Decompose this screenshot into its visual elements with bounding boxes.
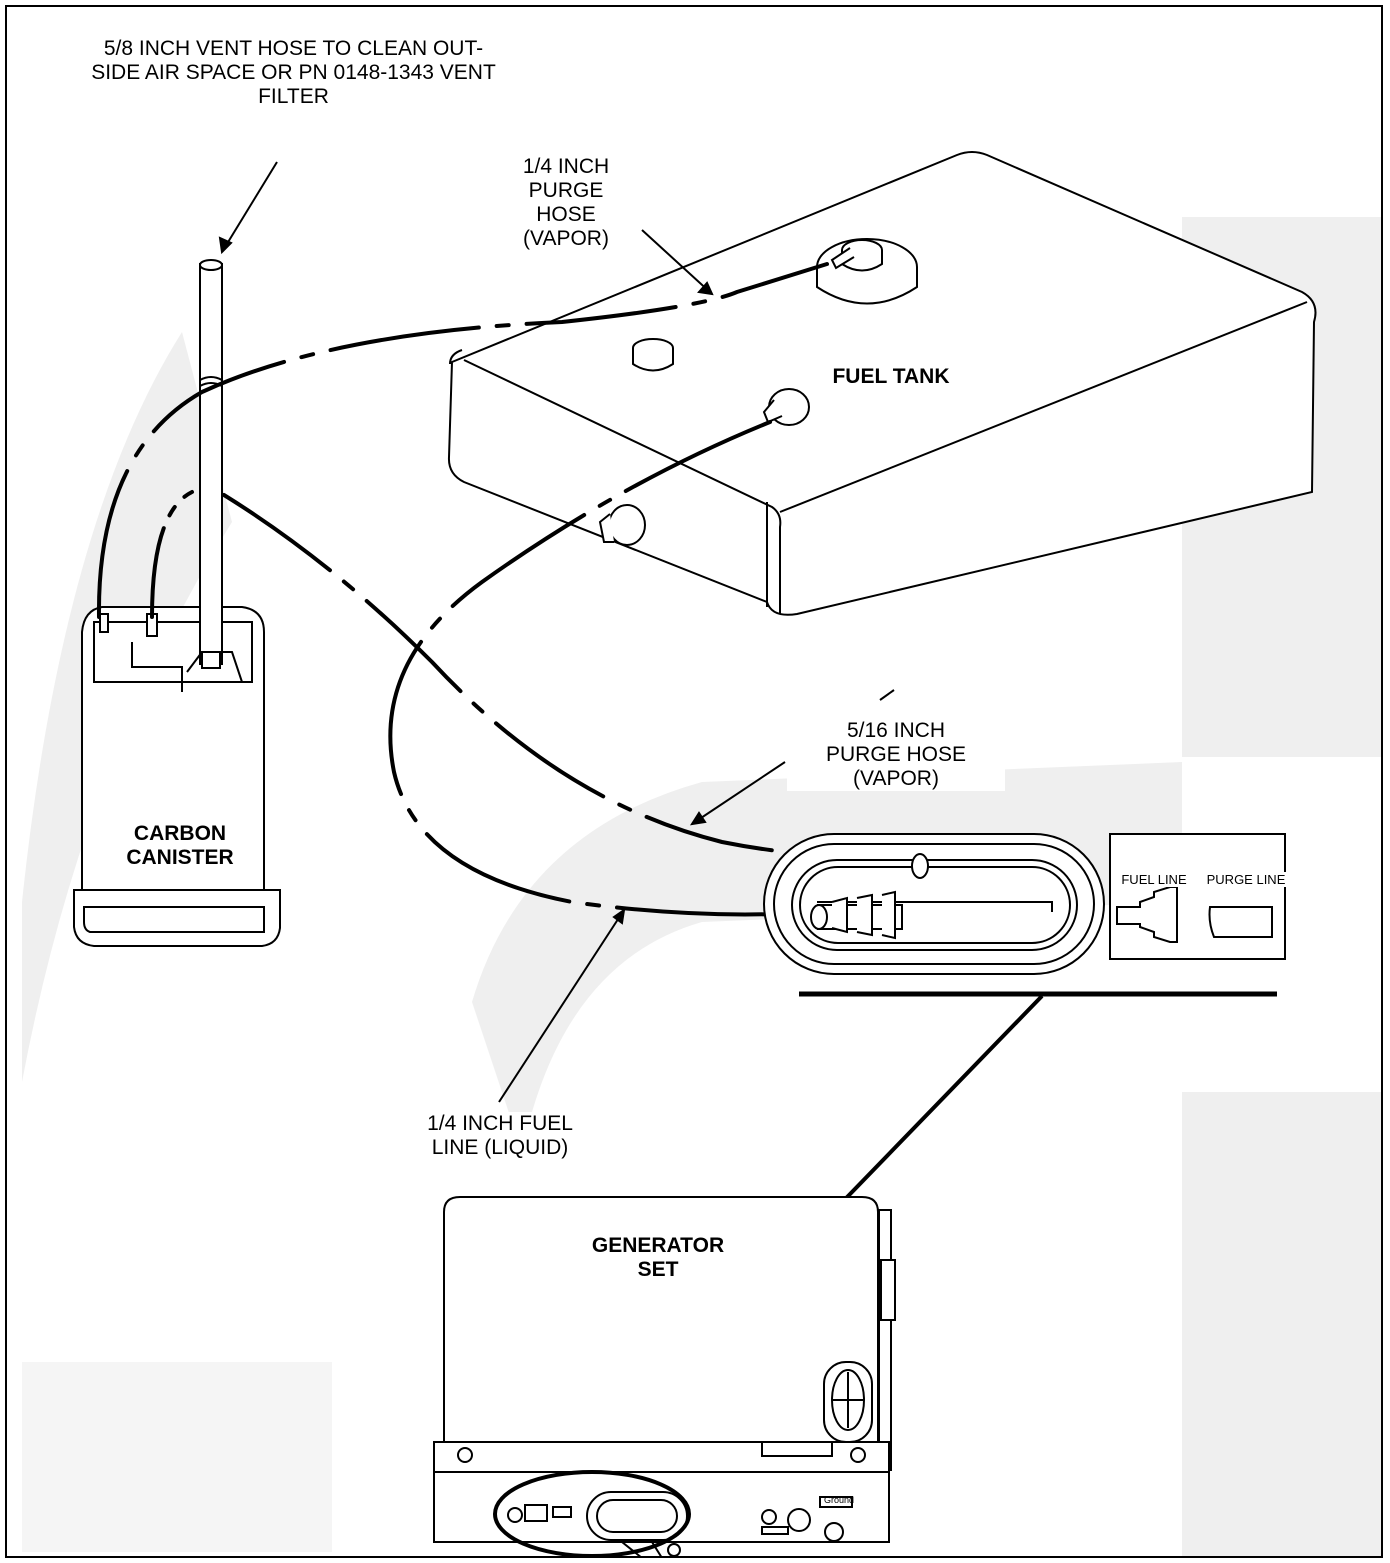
- detail-fuel-line-label: FUEL LINE: [1114, 872, 1194, 887]
- purge-hose-quarter-label: 1/4 INCH PURGE HOSE (VAPOR): [492, 155, 640, 251]
- detail-purge-line-label: PURGE LINE: [1205, 872, 1287, 887]
- carbon-canister-label: CARBON CANISTER: [115, 822, 245, 870]
- vent-hose-label: 5/8 INCH VENT HOSE TO CLEAN OUT- SIDE AI…: [77, 37, 510, 109]
- inlet-detail: [764, 834, 1285, 974]
- fuel-system-drawing: [7, 7, 1383, 1558]
- generator-set-label: GENERATOR SET: [575, 1234, 741, 1282]
- purge-hose-five-sixteenths-label: 5/16 INCH PURGE HOSE (VAPOR): [787, 719, 1005, 791]
- fuel-tank-label: FUEL TANK: [817, 365, 965, 389]
- fuel-line-label: 1/4 INCH FUEL LINE (LIQUID): [405, 1112, 595, 1160]
- ground-label: Ground: [821, 1495, 857, 1506]
- diagram-frame: 5/8 INCH VENT HOSE TO CLEAN OUT- SIDE AI…: [5, 5, 1383, 1558]
